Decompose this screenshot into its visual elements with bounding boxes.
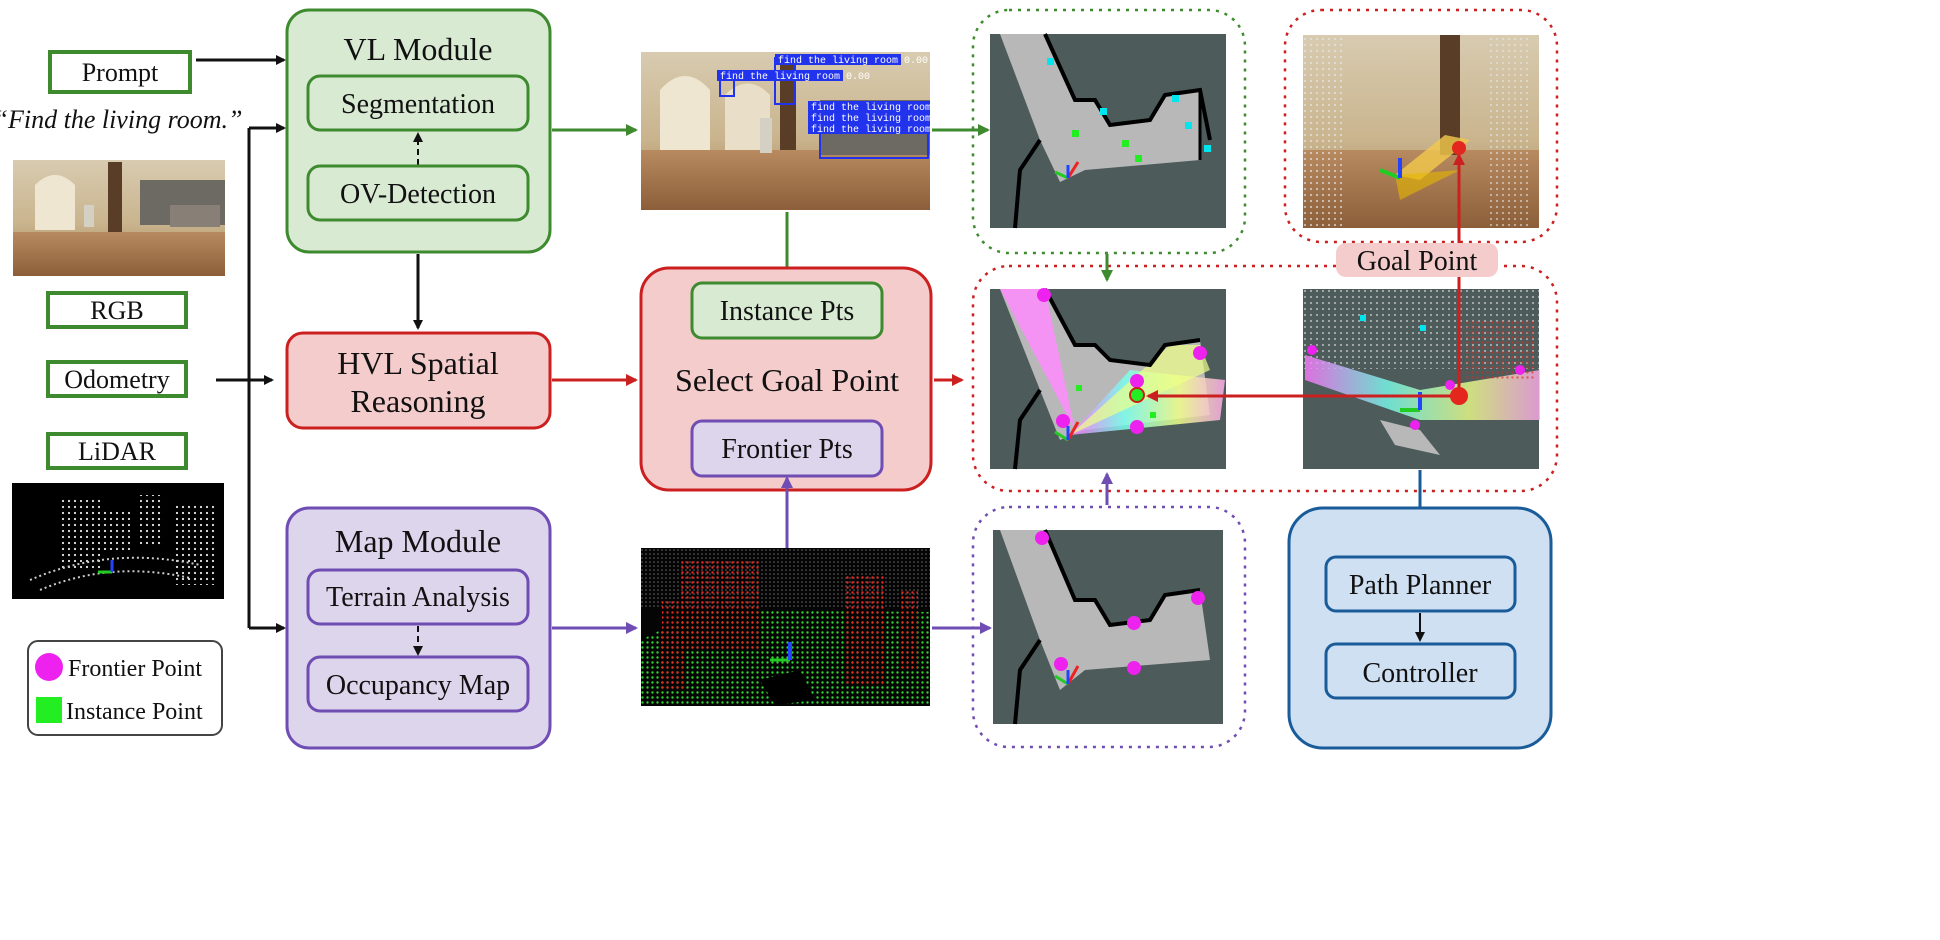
- lidar-label: LiDAR: [78, 437, 157, 466]
- map-module: Map Module Terrain Analysis Occupancy Ma…: [285, 506, 552, 750]
- goal-3d-marker: [1452, 141, 1466, 155]
- path-planner-label: Path Planner: [1349, 570, 1492, 601]
- ov-detection-label: OV-Detection: [340, 179, 496, 210]
- goal-view-image: [1303, 35, 1539, 228]
- vl-module-title: VL Module: [343, 31, 492, 67]
- segmentation-box: [306, 74, 530, 132]
- hvl-box: HVL Spatial Reasoning: [285, 331, 552, 430]
- semantic-map-image: [990, 33, 1226, 229]
- legend-frontier-label: Frontier Point: [68, 656, 202, 682]
- odometry-label: Odometry: [64, 365, 169, 394]
- terrain-analysis-box: [306, 568, 530, 626]
- detection-label-4: find the living room 0.0: [811, 113, 955, 125]
- odometry-box: Odometry: [46, 360, 188, 398]
- goal-view-frame: [1283, 8, 1559, 244]
- path-planner-box: [1324, 555, 1517, 613]
- control-module: Path Planner Controller: [1287, 506, 1553, 750]
- prompt-box: Prompt: [48, 50, 192, 94]
- lidar-box: LiDAR: [46, 432, 188, 470]
- semantic-map-frame: [971, 8, 1247, 255]
- frontier-map-image: [993, 529, 1223, 725]
- goal-point-label: Goal Point: [1357, 246, 1478, 277]
- goal-point-marker: [1450, 387, 1468, 405]
- detection-label-1: find the living room 0.00: [778, 55, 928, 67]
- select-goal-box: Instance Pts Select Goal Point Frontier …: [639, 266, 933, 492]
- point-cloud-image: [641, 548, 930, 706]
- terrain-analysis-label: Terrain Analysis: [326, 582, 510, 613]
- goal-selection-frame: [971, 264, 1559, 493]
- goal-cloud-image: [1303, 289, 1540, 469]
- goal-point-badge: Goal Point: [1336, 243, 1498, 277]
- controller-box: [1324, 642, 1517, 700]
- legend: Frontier Point Instance Point: [27, 640, 223, 736]
- frontier-point-marker: [35, 653, 63, 681]
- ov-detection-box: [306, 164, 530, 222]
- detection-label-2: find the living room 0.00: [720, 71, 870, 83]
- hvl-line1: HVL Spatial: [337, 345, 499, 381]
- instance-pts-label: Instance Pts: [720, 296, 855, 327]
- prompt-label: Prompt: [82, 58, 159, 87]
- instance-point-marker: [36, 697, 62, 723]
- rgb-box: RGB: [46, 291, 188, 329]
- rgb-image: [13, 160, 225, 276]
- occupancy-map-label: Occupancy Map: [326, 670, 510, 701]
- goal-map-image: [990, 288, 1226, 470]
- frontier-pts-label: Frontier Pts: [721, 434, 852, 465]
- legend-instance-label: Instance Point: [66, 699, 203, 725]
- select-goal-title: Select Goal Point: [675, 362, 899, 398]
- detection-label-3: find the living room 0.0: [811, 102, 955, 114]
- segmentation-label: Segmentation: [341, 89, 495, 120]
- detection-image: find the living room 0.00 find the livin…: [641, 52, 955, 210]
- rgb-label: RGB: [90, 296, 143, 325]
- map-module-title: Map Module: [335, 523, 501, 559]
- controller-label: Controller: [1362, 658, 1478, 689]
- vl-module: VL Module Segmentation OV-Detection: [285, 8, 552, 254]
- occupancy-map-box: [306, 655, 530, 713]
- detection-label-5: find the living room 0.0: [811, 124, 955, 136]
- lidar-image: [12, 483, 224, 599]
- hvl-line2: Reasoning: [350, 383, 485, 419]
- instance-pts-box: [690, 281, 884, 340]
- prompt-text: “Find the living room.”: [0, 105, 242, 134]
- input-arrows: [196, 55, 286, 633]
- frontier-map-frame: [971, 505, 1247, 749]
